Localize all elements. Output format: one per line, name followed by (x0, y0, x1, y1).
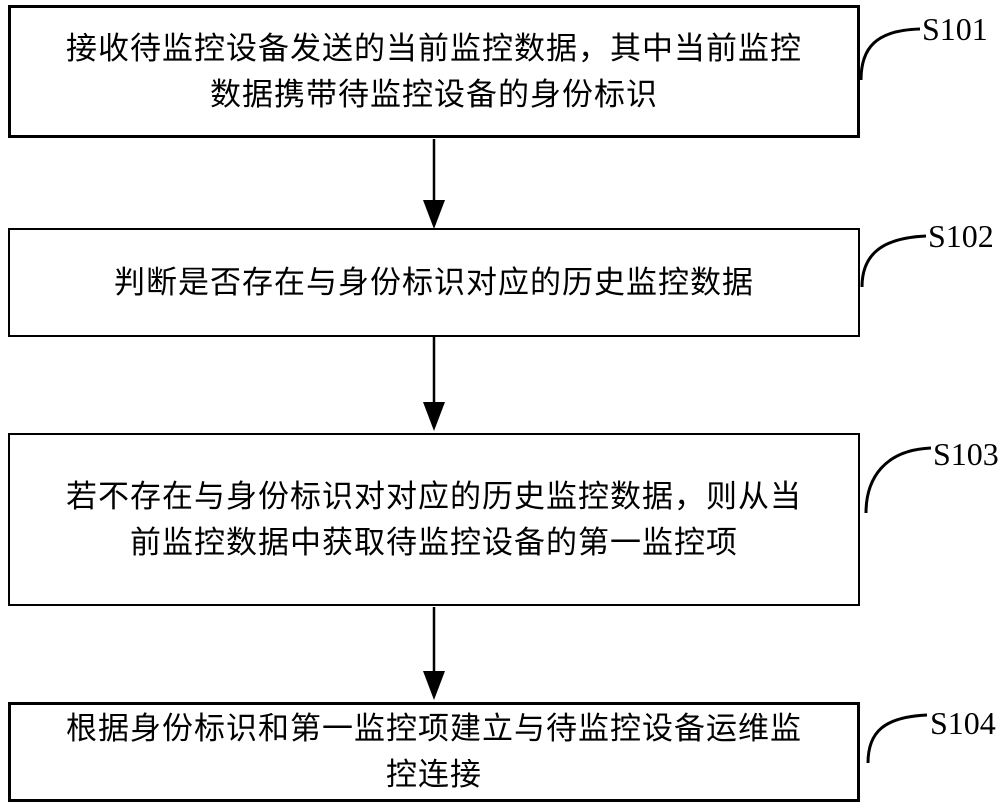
step-label-s103: S103 (933, 436, 999, 472)
flow-arrow-3 (423, 607, 445, 700)
flow-arrow-2 (423, 337, 445, 431)
step-box-s104: 根据身份标识和第一监控项建立与待监控设备运维监 控连接 (8, 702, 860, 802)
step-box-s102: 判断是否存在与身份标识对应的历史监控数据 (8, 228, 860, 337)
leader-line-s101 (859, 27, 921, 81)
leader-line-s103 (864, 446, 932, 514)
leader-line-s102 (860, 234, 927, 288)
step-label-s101: S101 (922, 11, 988, 47)
step-label-s102: S102 (928, 218, 994, 254)
step-s104-text-line1: 根据身份标识和第一监控项建立与待监控设备运维监 (66, 711, 802, 746)
flow-arrow-1 (423, 139, 445, 229)
step-s101-text-line1: 接收待监控设备发送的当前监控数据，其中当前监控 (66, 30, 802, 66)
step-box-s103: 若不存在与身份标识对对应的历史监控数据，则从当 前监控数据中获取待监控设备的第一… (8, 433, 860, 606)
step-box-s101: 接收待监控设备发送的当前监控数据，其中当前监控 数据携带待监控设备的身份标识 (8, 5, 860, 138)
step-s103-text-line1: 若不存在与身份标识对对应的历史监控数据，则从当 (66, 478, 802, 514)
step-s104-text-line2: 控连接 (386, 757, 482, 792)
leader-line-s104 (866, 713, 928, 764)
step-s102-text-line1: 判断是否存在与身份标识对应的历史监控数据 (114, 264, 754, 300)
step-s103-text-line2: 前监控数据中获取待监控设备的第一监控项 (130, 524, 738, 560)
step-label-s104: S104 (930, 705, 996, 741)
step-s101-text-line2: 数据携带待监控设备的身份标识 (210, 76, 658, 112)
